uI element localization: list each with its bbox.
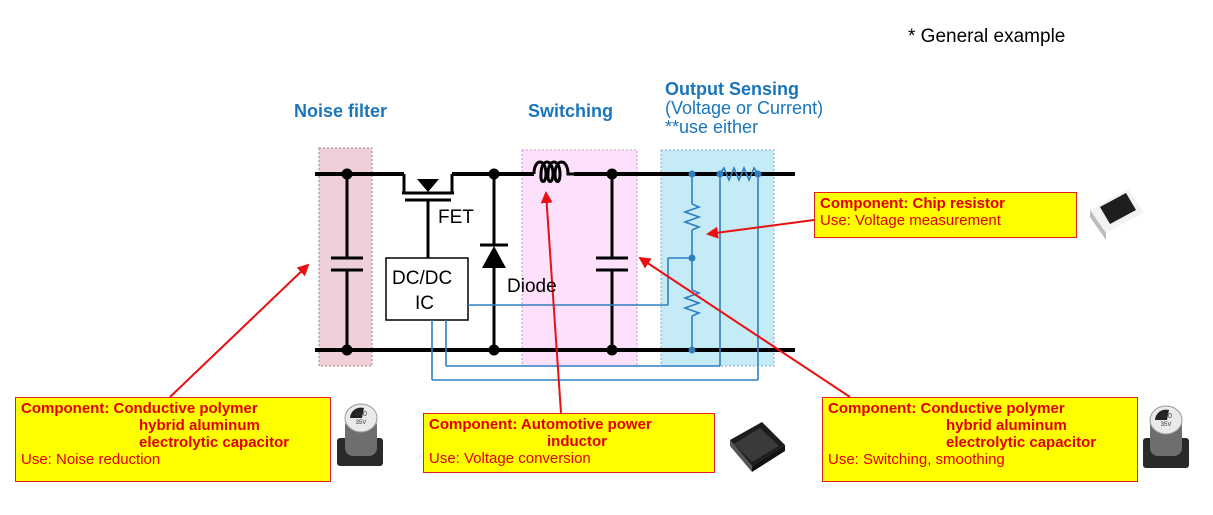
callout-use: Use: Voltage conversion bbox=[429, 450, 591, 467]
sensing-network bbox=[431, 165, 759, 381]
capacitor-image-left: 100 35V bbox=[337, 403, 383, 466]
noise-filter-title: Noise filter bbox=[294, 101, 388, 121]
fet-symbol bbox=[402, 174, 454, 258]
sense-junction-dot bbox=[688, 170, 696, 178]
output-sensing-subtitle: (Voltage or Current) bbox=[665, 98, 824, 118]
callout-title-line2: hybrid aluminum bbox=[946, 417, 1067, 434]
junction-dot bbox=[341, 344, 353, 356]
svg-text:100: 100 bbox=[1160, 413, 1172, 420]
callout-title-line1: Component: Conductive polymer bbox=[21, 400, 258, 417]
output-sensing-note: **use either bbox=[665, 117, 759, 137]
switching-title: Switching bbox=[528, 101, 613, 121]
callout-title-line3: electrolytic capacitor bbox=[946, 434, 1097, 451]
fet-arrow bbox=[417, 179, 439, 192]
output-sensing-title: Output Sensing bbox=[665, 79, 799, 99]
svg-text:35V: 35V bbox=[1161, 422, 1172, 428]
callout-inductor: Component: Automotive power inductor Use… bbox=[423, 413, 715, 473]
callout-polymer-capacitor-left: Component: Conductive polymer hybrid alu… bbox=[15, 397, 331, 482]
general-example-note: * General example bbox=[908, 26, 1066, 47]
svg-text:35V: 35V bbox=[356, 420, 367, 426]
callout-title-line3: electrolytic capacitor bbox=[139, 434, 290, 451]
sense-junction-dot bbox=[688, 254, 696, 262]
inductor-symbol bbox=[532, 160, 574, 183]
callout-title-line2: hybrid aluminum bbox=[139, 417, 260, 434]
sense-junction-dot bbox=[688, 346, 696, 354]
sense-junction-dot bbox=[754, 170, 762, 178]
callout-title-line2: inductor bbox=[547, 433, 607, 450]
callout-title-line1: Component: Automotive power bbox=[429, 416, 652, 433]
chip-resistor-image bbox=[1090, 189, 1144, 240]
ic-label: IC bbox=[415, 293, 434, 314]
output-capacitor bbox=[596, 174, 628, 350]
diode-label: Diode bbox=[507, 276, 557, 297]
dcdc-ic-box bbox=[385, 257, 469, 321]
sense-junction-dot bbox=[716, 170, 724, 178]
noise-filter-capacitor bbox=[331, 174, 363, 350]
capacitor-image-right: 100 35V bbox=[1143, 405, 1189, 468]
callout-chip-resistor: Component: Chip resistor Use: Voltage me… bbox=[814, 192, 1077, 238]
svg-text:100: 100 bbox=[355, 411, 367, 418]
diode-triangle bbox=[482, 246, 506, 268]
callout-polymer-capacitor-right: Component: Conductive polymer hybrid alu… bbox=[822, 397, 1138, 482]
callout-title: Component: Chip resistor bbox=[820, 195, 1006, 212]
inductor-image bbox=[730, 422, 785, 472]
callout-use: Use: Voltage measurement bbox=[820, 212, 1001, 229]
callout-arrows bbox=[169, 191, 851, 414]
callout-use: Use: Noise reduction bbox=[21, 451, 161, 468]
junction-dot bbox=[341, 168, 353, 180]
junction-dot bbox=[606, 168, 618, 180]
diode-symbol bbox=[480, 174, 508, 350]
junction-dot bbox=[488, 344, 500, 356]
junction-dot bbox=[606, 344, 618, 356]
callout-title-line1: Component: Conductive polymer bbox=[828, 400, 1065, 417]
callout-use: Use: Switching, smoothing bbox=[828, 451, 1005, 468]
fet-label: FET bbox=[438, 207, 474, 228]
junction-dot bbox=[488, 168, 500, 180]
dcdc-label: DC/DC bbox=[392, 268, 453, 289]
